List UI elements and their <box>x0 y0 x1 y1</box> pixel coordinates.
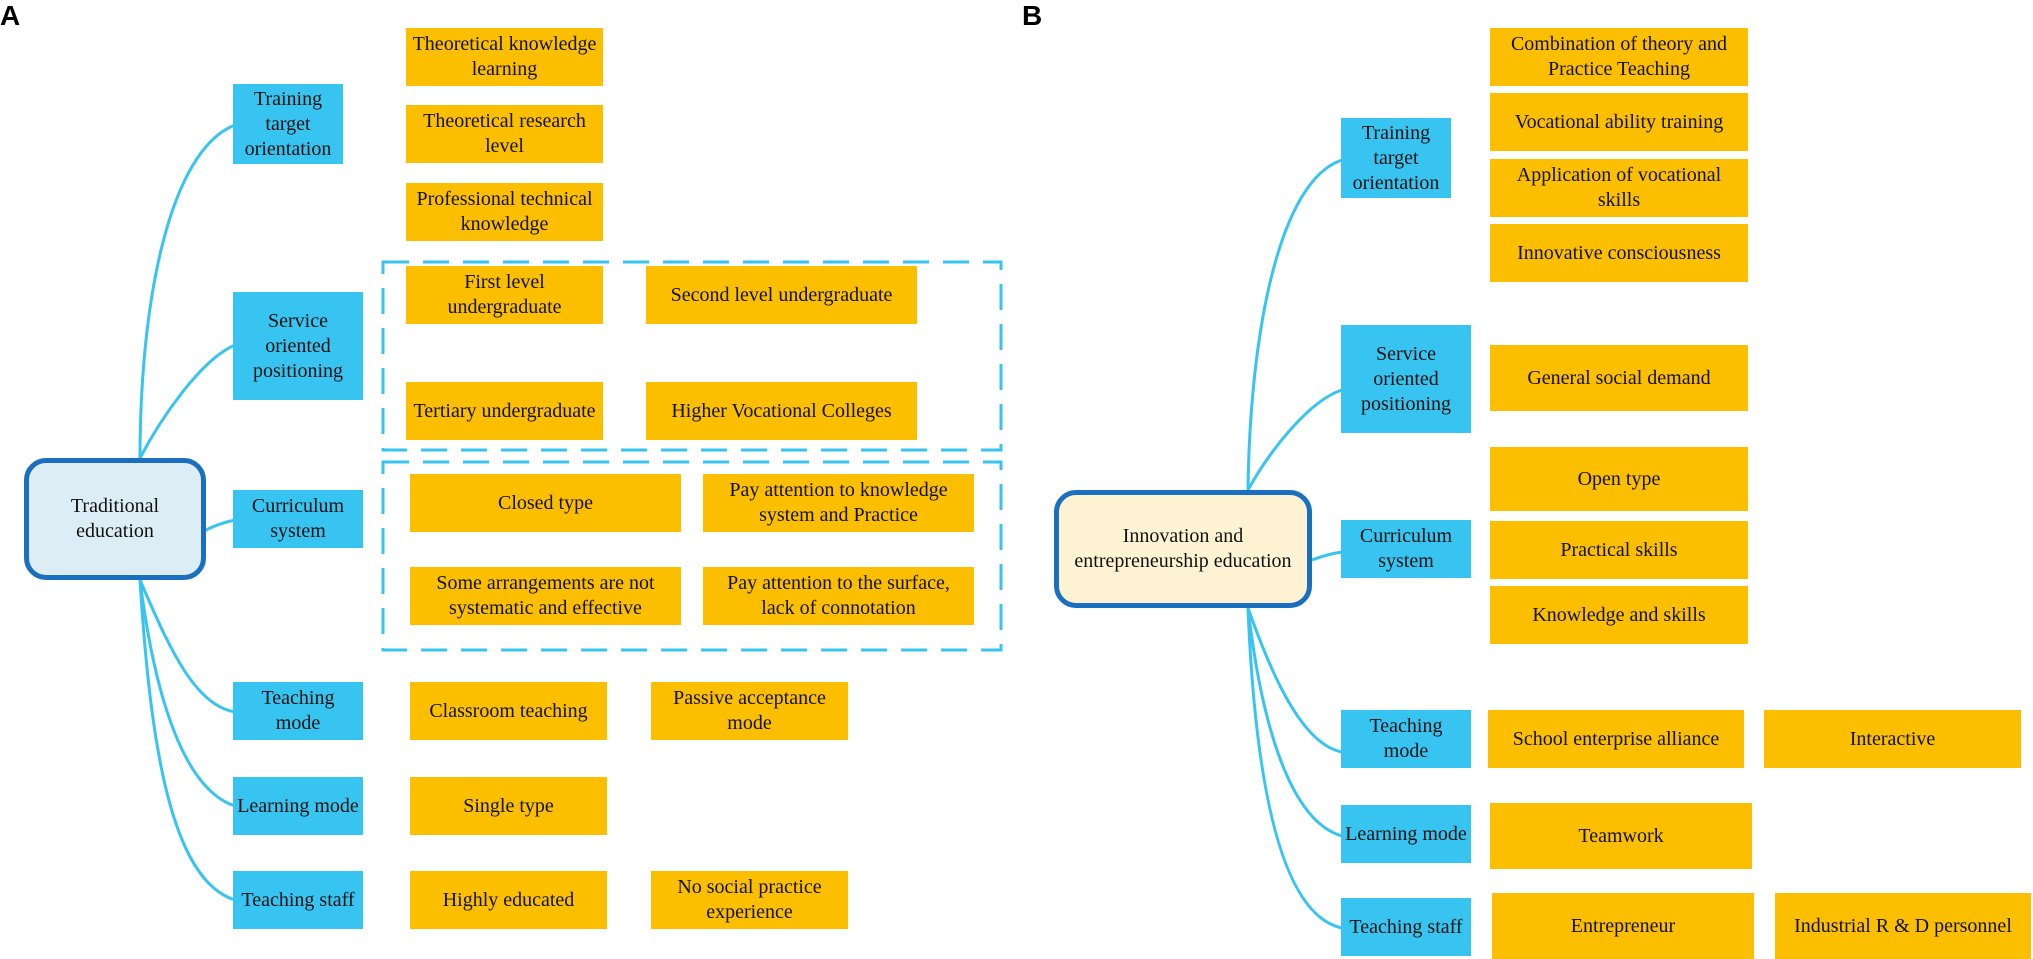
item-surface-lack-of-connotation: Pay attention to the surface, lack of co… <box>703 567 974 625</box>
item-practical-skills: Practical skills <box>1490 521 1748 579</box>
category-curriculum-system: Curriculum system <box>233 490 363 548</box>
panel-label-a: A <box>0 0 21 31</box>
connector-b-teaching-staff <box>1246 607 1343 930</box>
item-combination-theory-practice: Combination of theory and Practice Teach… <box>1490 28 1748 86</box>
item-theoretical-research-level: Theoretical research level <box>406 105 603 163</box>
item-innovative-consciousness: Innovative consciousness <box>1490 224 1748 282</box>
item-closed-type: Closed type <box>410 474 681 532</box>
category-service-oriented-positioning-b: Service oriented positioning <box>1341 325 1471 433</box>
item-professional-technical-knowledge: Professional technical knowledge <box>406 183 603 241</box>
item-tertiary-undergraduate: Tertiary undergraduate <box>406 382 603 440</box>
connector-b-training <box>1246 158 1343 491</box>
item-theoretical-knowledge-learning: Theoretical knowledge learning <box>406 28 603 86</box>
category-service-oriented-positioning: Service oriented positioning <box>233 292 363 400</box>
category-teaching-mode-b: Teaching mode <box>1341 710 1471 768</box>
root-node-innovation-entrepreneurship-education: Innovation and entrepreneurship educatio… <box>1054 490 1312 608</box>
connector-a-training <box>138 123 236 459</box>
item-single-type: Single type <box>410 777 607 835</box>
category-training-target-orientation: Training target orientation <box>233 84 343 164</box>
item-not-systematic-and-effective: Some arrangements are not systematic and… <box>410 567 681 625</box>
connector-b-curriculum <box>1311 550 1343 562</box>
item-higher-vocational-colleges: Higher Vocational Colleges <box>646 382 917 440</box>
item-vocational-ability-training: Vocational ability training <box>1490 93 1748 151</box>
item-passive-acceptance-mode: Passive acceptance mode <box>651 682 848 740</box>
category-learning-mode: Learning mode <box>233 777 363 835</box>
category-teaching-staff: Teaching staff <box>233 871 363 929</box>
item-first-level-undergraduate: First level undergraduate <box>406 266 603 324</box>
item-highly-educated: Highly educated <box>410 871 607 929</box>
connector-a-curriculum <box>201 518 236 534</box>
item-application-vocational-skills: Application of vocational skills <box>1490 159 1748 217</box>
item-no-social-practice-experience: No social practice experience <box>651 871 848 929</box>
item-open-type: Open type <box>1490 447 1748 511</box>
item-general-social-demand: General social demand <box>1490 345 1748 411</box>
root-node-traditional-education: Traditional education <box>24 458 206 580</box>
item-teamwork: Teamwork <box>1490 803 1752 869</box>
connector-b-service <box>1246 388 1343 491</box>
connector-b-teaching-mode <box>1246 607 1343 754</box>
item-interactive: Interactive <box>1764 710 2021 768</box>
connector-a-learning-mode <box>138 579 236 808</box>
connector-b-learning-mode <box>1246 607 1343 838</box>
category-teaching-mode: Teaching mode <box>233 682 363 740</box>
item-entrepreneur: Entrepreneur <box>1492 893 1754 959</box>
item-classroom-teaching: Classroom teaching <box>410 682 607 740</box>
item-industrial-rd-personnel: Industrial R & D personnel <box>1775 893 2031 959</box>
item-second-level-undergraduate: Second level undergraduate <box>646 266 917 324</box>
category-training-target-orientation-b: Training target orientation <box>1341 118 1451 198</box>
connector-a-service <box>138 343 236 459</box>
category-learning-mode-b: Learning mode <box>1341 805 1471 863</box>
category-teaching-staff-b: Teaching staff <box>1341 898 1471 956</box>
item-knowledge-system-and-practice: Pay attention to knowledge system and Pr… <box>703 474 974 532</box>
connector-a-teaching-mode <box>138 579 236 714</box>
connector-a-teaching-staff <box>138 579 236 902</box>
item-school-enterprise-alliance: School enterprise alliance <box>1488 710 1744 768</box>
item-knowledge-and-skills: Knowledge and skills <box>1490 586 1748 644</box>
category-curriculum-system-b: Curriculum system <box>1341 520 1471 578</box>
panel-label-b: B <box>1022 0 1043 31</box>
